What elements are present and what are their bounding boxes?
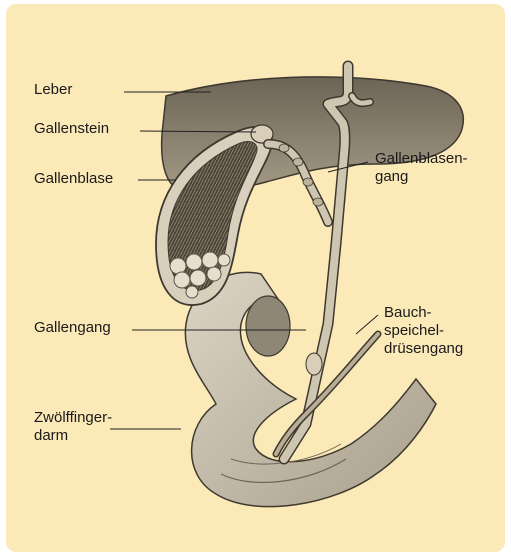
label-gallstone: Gallenstein — [34, 120, 109, 138]
label-pancreatic-duct: Bauch- speichel- drüsengang — [384, 304, 463, 358]
label-liver: Leber — [34, 81, 72, 99]
label-duodenum: Zwölffinger- darm — [34, 409, 112, 445]
duct-stone-shape — [306, 353, 322, 375]
illustration-panel: Leber Gallenstein Gallenblase Gallenblas… — [6, 4, 505, 552]
label-cystic-duct: Gallenblasen- gang — [375, 150, 468, 186]
label-bile-duct: Gallengang — [34, 319, 111, 337]
anatomy-illustration — [6, 4, 505, 552]
label-gallbladder: Gallenblase — [34, 170, 113, 188]
duodenum-lumen — [246, 296, 290, 356]
